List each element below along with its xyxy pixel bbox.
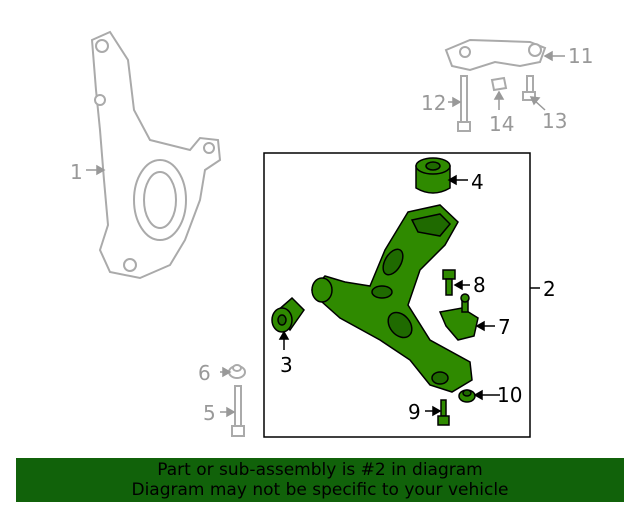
diagram-notice-banner: Part or sub-assembly is #2 in diagram Di… — [16, 458, 624, 502]
banner-line-1: Part or sub-assembly is #2 in diagram — [157, 460, 483, 480]
steering-knuckle-part-1[interactable] — [90, 30, 222, 280]
callout-4: 4 — [471, 170, 484, 194]
callout-13: 13 — [542, 109, 567, 133]
lower-control-arm-part-2[interactable] — [311, 204, 473, 393]
bolt-part-12[interactable] — [457, 75, 471, 132]
nut-part-10[interactable] — [458, 389, 476, 403]
bolt-part-8[interactable] — [442, 269, 456, 296]
callout-11: 11 — [568, 44, 593, 68]
callout-6: 6 — [198, 361, 211, 385]
callout-2: 2 — [543, 277, 556, 301]
banner-line-2: Diagram may not be specific to your vehi… — [131, 480, 509, 500]
bushing-part-3[interactable] — [271, 296, 305, 333]
callout-8: 8 — [473, 273, 486, 297]
bolt-part-13[interactable] — [522, 75, 536, 101]
callout-3: 3 — [280, 353, 293, 377]
bracket-part-11[interactable] — [444, 38, 547, 72]
callout-7: 7 — [498, 315, 511, 339]
ball-joint-part-7[interactable] — [438, 293, 479, 341]
bolt-part-9[interactable] — [437, 399, 450, 426]
callout-10: 10 — [497, 383, 522, 407]
bushing-part-4[interactable] — [415, 157, 451, 194]
callout-14: 14 — [489, 112, 514, 136]
callout-1: 1 — [70, 160, 83, 184]
callout-9: 9 — [408, 400, 421, 424]
callout-12: 12 — [421, 91, 446, 115]
gray-leader-lines — [86, 50, 565, 418]
black-leader-lines — [278, 174, 500, 417]
callout-5: 5 — [203, 401, 216, 425]
assembly-box — [263, 152, 531, 438]
nut-part-6[interactable] — [228, 364, 246, 379]
nut-part-14[interactable] — [490, 76, 508, 92]
bolt-part-5[interactable] — [231, 385, 245, 437]
